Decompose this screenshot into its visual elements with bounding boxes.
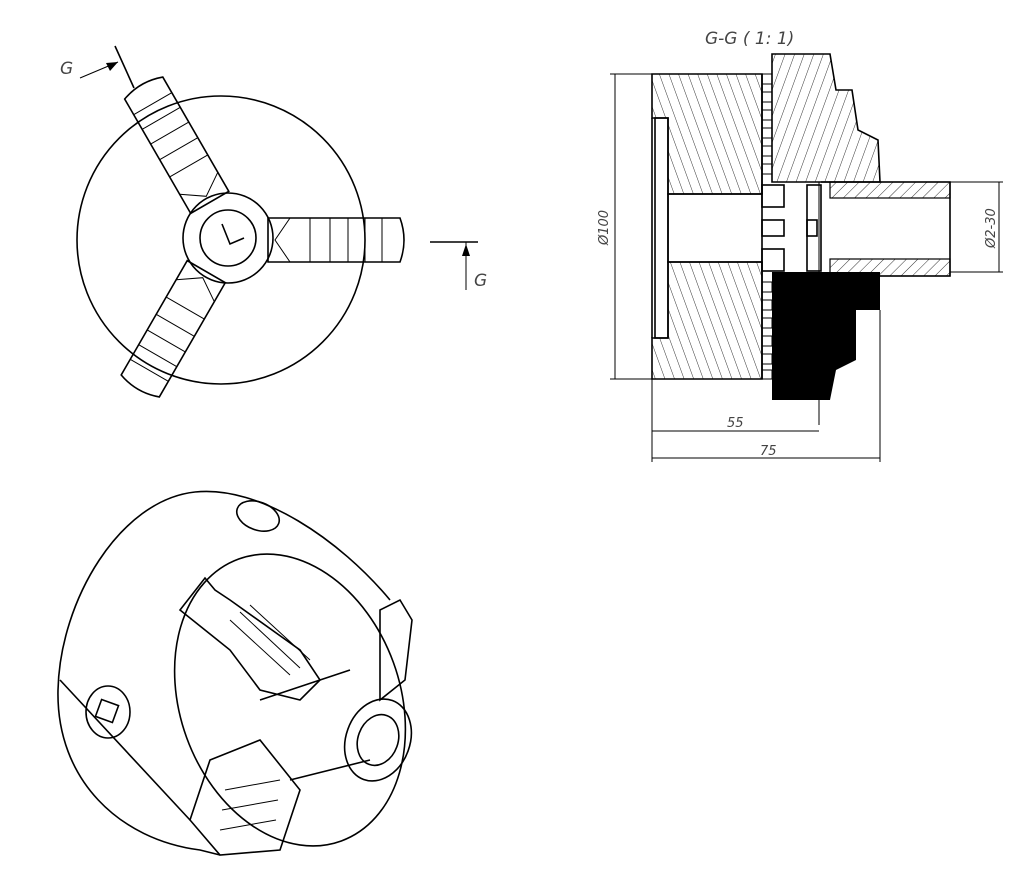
isometric-view (57, 490, 413, 856)
front-view: G G (60, 45, 487, 398)
center-mark-icon (221, 223, 245, 246)
section-letter-top: G (60, 59, 73, 79)
key-hole-top (235, 500, 281, 532)
scroll-teeth (762, 73, 773, 380)
jaw-section-lower (772, 272, 880, 400)
jaw-section-upper (771, 53, 881, 183)
dimension-diameter-100: Ø100 (597, 73, 652, 380)
square-key-socket (94, 698, 120, 724)
jaw-upper-left (123, 76, 230, 215)
jaw-lower-left (120, 259, 227, 398)
iso-jaw-top (178, 576, 322, 701)
jaw-right (267, 217, 405, 263)
dimension-clamp-range: Ø2-30 (950, 181, 1003, 273)
iso-jaw-bottom (189, 739, 301, 856)
svg-text:Ø100: Ø100 (597, 210, 612, 246)
section-view: G-G ( 1: 1) Ø100 (597, 29, 1003, 462)
chuck-face (173, 553, 407, 847)
hub-outer (182, 192, 274, 284)
svg-text:Ø2-30: Ø2-30 (984, 208, 999, 249)
iso-jaw-right (379, 598, 413, 702)
dimension-length-75: 75 (652, 310, 881, 462)
back-plate-recess (654, 117, 669, 339)
section-marker-top: G (60, 45, 135, 89)
key-hole-side (85, 685, 131, 739)
section-letter-right: G (474, 271, 487, 291)
section-title: G-G ( 1: 1) (705, 29, 794, 49)
section-marker-right: G (430, 241, 487, 291)
workpiece-bore (356, 713, 400, 767)
workpiece-cylinder (259, 669, 371, 781)
chuck-body-outline (76, 95, 366, 385)
dimension-length-55: 55 (651, 379, 819, 462)
workpiece-end (343, 698, 413, 782)
hub-bore (199, 209, 257, 267)
body-back-edge (57, 491, 221, 856)
svg-text:55: 55 (727, 416, 744, 431)
svg-text:75: 75 (760, 444, 777, 459)
